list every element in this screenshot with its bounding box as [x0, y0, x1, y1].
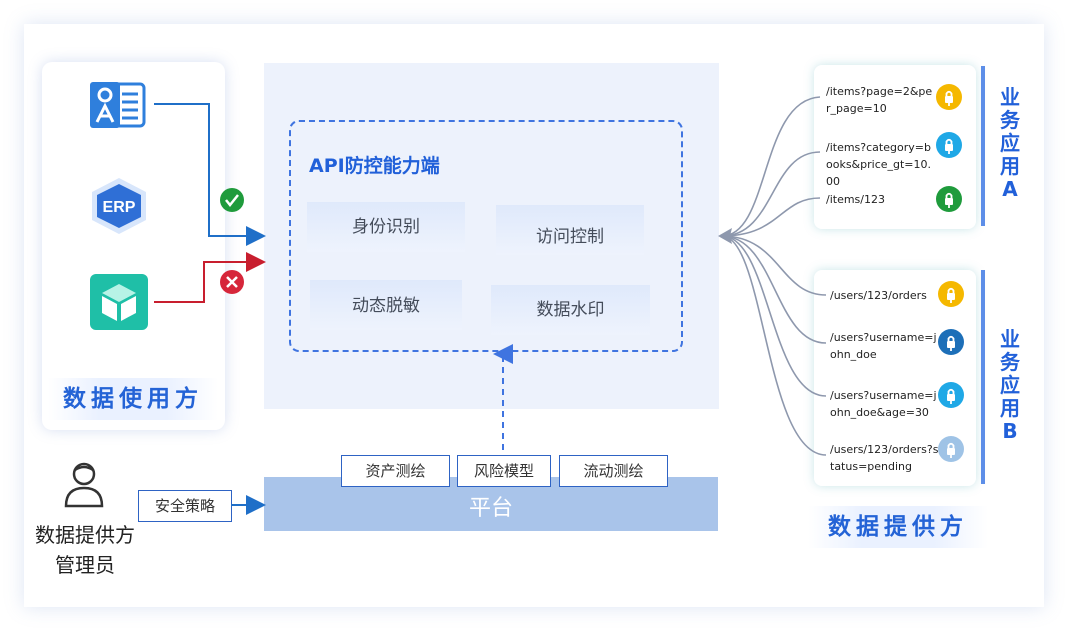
endpoint-b-1: /users/123/orders [830, 289, 927, 302]
app-b-title-char: 务 [1000, 350, 1020, 374]
admin-label: 数据提供方 管理员 [30, 520, 140, 580]
endpoint-b-3: /users?username=john_doe&age=30 [830, 389, 937, 419]
platform-tag-asset-mapping: 资产测绘 [341, 455, 450, 487]
app-b-title-char: 应 [1000, 373, 1020, 397]
cube-access-line [154, 252, 266, 303]
app-b-title-char: 业 [1000, 327, 1020, 351]
app-a-title-char: 用 [1000, 154, 1020, 178]
app-a-title-char: A [1002, 177, 1018, 201]
platform-tag-risk-model: 风险模型 [457, 455, 551, 487]
app-b-title-char: B [1002, 419, 1018, 443]
admin-label-line2: 管理员 [55, 553, 115, 577]
api-title: API防控能力端 [309, 155, 440, 177]
endpoint-b-2-lock-icon [938, 329, 964, 355]
provider-label: 数据提供方 [808, 506, 988, 548]
app-a-title-char: 应 [1000, 131, 1020, 155]
endpoint-fan-lines [721, 96, 827, 456]
endpoint-a-1: /items?page=2&per_page=10 [826, 85, 933, 115]
endpoint-a-1-lock-icon [936, 84, 962, 110]
endpoint-b-3-lock-icon [938, 382, 964, 408]
capability-access-control: 访问控制 [496, 205, 644, 255]
endpoint-b-1-lock-icon [938, 281, 964, 307]
app-b-bar [981, 270, 985, 484]
app-b-title: 业 务 应 用 B [996, 328, 1024, 443]
app-a-title: 业 务 应 用 A [996, 86, 1024, 201]
app-a-title-char: 业 [1000, 85, 1020, 109]
fan-arrow-head [718, 228, 732, 244]
capability-watermark: 数据水印 [491, 285, 650, 335]
oa-access-line [154, 103, 266, 246]
endpoint-a-3-lock-icon [936, 186, 962, 212]
platform-tag-flow-mapping: 流动测绘 [559, 455, 668, 487]
endpoint-b-4-lock-icon [938, 436, 964, 462]
capability-identity: 身份识别 [307, 202, 465, 252]
deny-x-icon [220, 270, 244, 294]
capability-dynamic-masking: 动态脱敏 [310, 280, 462, 330]
api-defense-box [289, 120, 683, 352]
endpoint-b-4: /users/123/orders?status=pending [830, 443, 939, 473]
endpoint-b-2: /users?username=john_doe [830, 331, 937, 361]
app-a-bar [981, 66, 985, 226]
oa-app-icon [88, 80, 148, 130]
consumer-label: 数据使用方 [48, 378, 218, 420]
admin-user-icon [62, 460, 106, 508]
endpoint-a-2: /items?category=books&price_gt=10.00 [826, 141, 932, 188]
security-policy-box: 安全策略 [138, 490, 232, 522]
app-b-title-char: 用 [1000, 396, 1020, 420]
svg-text:ERP: ERP [103, 199, 136, 216]
admin-label-line1: 数据提供方 [35, 523, 135, 547]
endpoint-a-3: /items/123 [826, 193, 885, 206]
app-a-title-char: 务 [1000, 108, 1020, 132]
allow-check-icon [220, 188, 244, 212]
erp-app-icon: ERP [88, 176, 150, 236]
cube-app-icon [88, 272, 150, 332]
endpoint-a-2-lock-icon [936, 132, 962, 158]
